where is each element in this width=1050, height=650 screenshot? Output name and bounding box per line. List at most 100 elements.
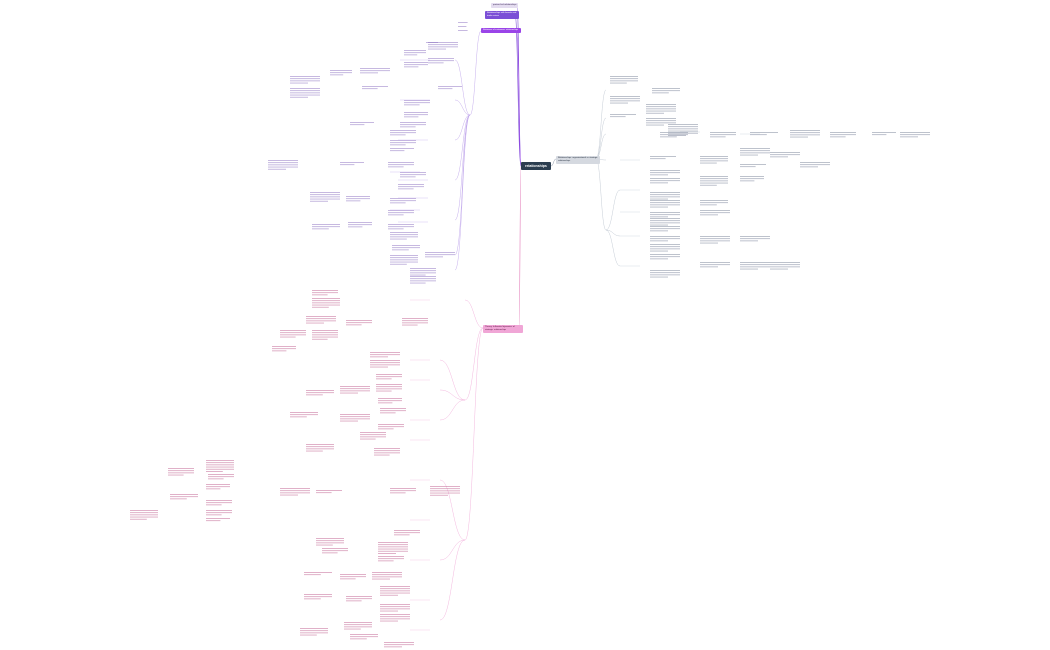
leaf-text-line <box>290 78 320 80</box>
leaf-text-line <box>372 576 402 578</box>
leaf-text-line <box>206 462 234 464</box>
leaf-text-line <box>390 132 416 134</box>
leaf-text-line <box>272 348 296 350</box>
leaf-text-line <box>458 26 467 27</box>
leaf-text-line <box>390 490 416 492</box>
leaf-text-line <box>170 498 187 500</box>
connector-line <box>439 539 466 561</box>
leaf-text-line <box>402 322 428 324</box>
leaf-text-line <box>390 492 406 494</box>
leaf-text-line <box>374 454 390 456</box>
leaf-text-line <box>130 512 158 514</box>
leaf-text-line <box>290 92 320 94</box>
leaf-text-line <box>428 58 454 59</box>
leaf-text-line <box>378 550 408 552</box>
leaf-text-line <box>610 98 640 100</box>
leaf-text-line <box>390 144 406 146</box>
leaf-text-line <box>390 236 418 238</box>
leaf-text-line <box>322 550 348 552</box>
leaf-text-line <box>790 136 808 138</box>
leaf-text-line <box>740 266 770 268</box>
leaf-text-line <box>206 464 234 466</box>
leaf-text-line <box>650 198 668 200</box>
leaf-text-line <box>650 156 676 157</box>
leaf-text-line <box>130 516 158 518</box>
connector-line <box>514 13 522 167</box>
leaf-text-line <box>410 276 436 277</box>
leaf-text-line <box>316 490 342 491</box>
leaf-text-line <box>700 262 730 263</box>
leaf-text-line <box>380 620 398 622</box>
leaf-text-line <box>206 484 230 485</box>
leaf-text-line <box>438 88 453 90</box>
leaf-text-line <box>208 478 224 480</box>
leaf-text-line <box>312 330 338 331</box>
leaf-text-line <box>388 228 404 230</box>
leaf-text-line <box>660 134 688 136</box>
leaf-text-line <box>425 254 455 256</box>
leaf-text-line <box>340 162 364 163</box>
leaf-text-line <box>740 238 770 240</box>
leaf-text-line <box>410 278 436 280</box>
leaf-text-line <box>380 616 410 618</box>
leaf-text-line <box>410 274 426 276</box>
leaf-text-line <box>306 444 334 445</box>
leaf-text-line <box>304 574 321 576</box>
leaf-text-line <box>268 164 298 166</box>
leaf-text-line <box>312 292 338 294</box>
leaf-text-line <box>428 44 458 46</box>
leaf-text-line <box>650 254 680 255</box>
leaf-text-line <box>306 394 323 396</box>
leaf-text-line <box>280 490 310 492</box>
leaf-text-line <box>700 200 728 201</box>
leaf-text-line <box>388 212 414 214</box>
connector-line <box>605 189 621 231</box>
leaf-text-line <box>394 530 420 531</box>
leaf-text-line <box>312 300 340 302</box>
leaf-text-line <box>390 257 418 259</box>
leaf-text-line <box>378 556 404 557</box>
leaf-text-line <box>800 162 830 163</box>
leaf-text-line <box>208 476 234 478</box>
leaf-text-line <box>280 332 306 334</box>
branch-node-3[interactable]: Relations of customers relationships <box>481 28 521 33</box>
leaf-text-line <box>900 132 930 133</box>
branch-node-1[interactable]: partner-led relationships <box>491 3 519 8</box>
root-node[interactable]: relationships <box>521 162 551 170</box>
leaf-text-line <box>340 576 366 578</box>
leaf-text-line <box>398 184 424 185</box>
branch-node-5[interactable]: Relationships: organizational vs strateg… <box>556 156 600 164</box>
leaf-text-line <box>404 50 426 51</box>
leaf-text-line <box>650 216 668 218</box>
leaf-text-line <box>374 450 400 452</box>
branch-node-4[interactable]: Theory: Influential dynamics of strategi… <box>483 325 523 333</box>
leaf-text-line <box>425 252 455 253</box>
connector-line <box>464 299 484 329</box>
leaf-text-line <box>650 248 680 250</box>
leaf-text-line <box>300 630 328 632</box>
leaf-text-line <box>400 172 426 173</box>
leaf-text-line <box>380 586 410 587</box>
leaf-text-line <box>646 124 664 126</box>
leaf-text-line <box>376 374 402 375</box>
leaf-text-line <box>346 200 361 202</box>
branch-node-2[interactable]: Relationships with brands and trade unio… <box>485 11 519 19</box>
leaf-text-line <box>170 496 198 498</box>
leaf-text-line <box>390 200 416 202</box>
leaf-text-line <box>378 402 393 404</box>
leaf-text-line <box>304 594 332 595</box>
leaf-text-line <box>430 486 460 487</box>
leaf-text-line <box>360 436 386 438</box>
leaf-text-line <box>740 268 758 270</box>
connector-line <box>595 89 607 160</box>
leaf-text-line <box>646 108 676 110</box>
leaf-text-line <box>700 180 728 182</box>
connector-line <box>605 229 621 237</box>
leaf-text-line <box>340 420 358 422</box>
leaf-text-line <box>206 466 234 468</box>
leaf-text-line <box>272 350 287 352</box>
leaf-text-line <box>340 164 355 166</box>
leaf-text-line <box>370 356 388 358</box>
leaf-text-line <box>650 274 680 276</box>
leaf-text-line <box>370 366 388 368</box>
